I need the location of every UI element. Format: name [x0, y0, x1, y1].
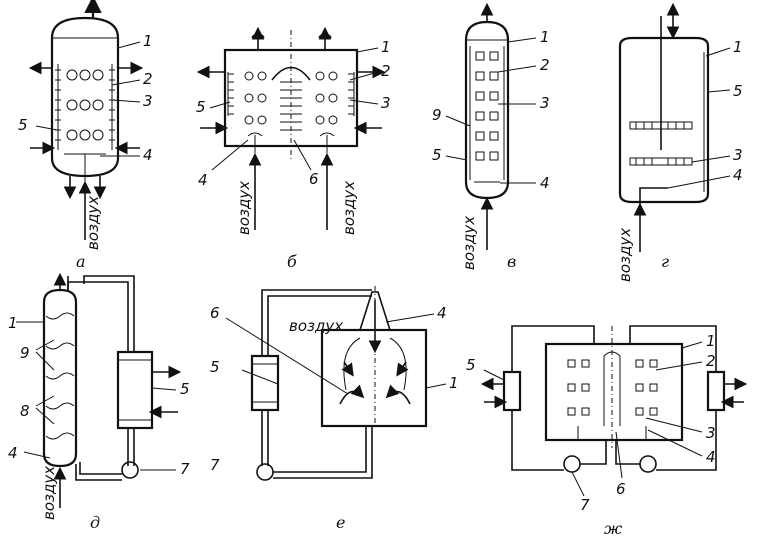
label-2: 2: [381, 62, 391, 80]
pump-zh-left: [563, 455, 581, 473]
caption-e: е: [336, 513, 345, 532]
label-4: 4: [143, 146, 153, 164]
air-label: воздух: [84, 196, 102, 250]
label-1: 1: [540, 28, 550, 46]
heat-exchanger-e: [250, 354, 280, 412]
label-5: 5: [733, 82, 743, 100]
condenser-d: [116, 350, 154, 430]
panel-b: 1 2 3 4 5 6 воздух воздух б: [196, 26, 391, 271]
vessel-e: [320, 328, 428, 428]
vessel-g: [618, 36, 710, 204]
caption-b: б: [287, 252, 297, 271]
label-4: 4: [733, 166, 743, 184]
label-4: 4: [540, 174, 550, 192]
air-label: воздух: [616, 228, 634, 282]
packing-a: [66, 69, 104, 141]
column-d: [42, 288, 78, 468]
vessel-a: [50, 16, 120, 178]
air-label: воздух: [460, 216, 478, 270]
packing-b: [244, 71, 338, 125]
label-1: 1: [381, 38, 391, 56]
pump-e: [256, 463, 274, 481]
label-3: 3: [143, 92, 153, 110]
vessel-zh: [544, 342, 684, 442]
air-label: воздух: [340, 181, 358, 235]
label-9: 9: [20, 344, 30, 362]
caption-g: г: [661, 252, 669, 271]
panel-zh: 1 2 3 4 5 6 7 ж: [466, 325, 748, 538]
label-5: 5: [432, 146, 442, 164]
label-5: 5: [18, 116, 28, 134]
packing-v: [475, 51, 499, 161]
panel-e: воздух 6 4 1 5 7 е: [210, 286, 459, 532]
coil-a: [55, 64, 115, 150]
label-5: 5: [210, 358, 220, 376]
label-4: 4: [437, 304, 447, 322]
panel-v: 1 2 3 4 5 9 воздух в: [432, 2, 550, 271]
label-5: 5: [196, 98, 206, 116]
vessel-v: [464, 20, 510, 200]
exchanger-zh-left: [502, 370, 522, 412]
air-label: воздух: [235, 181, 253, 235]
pump-zh-right: [639, 455, 657, 473]
label-1: 1: [8, 314, 18, 332]
label-2: 2: [143, 70, 153, 88]
label-5: 5: [180, 380, 190, 398]
label-9: 9: [432, 106, 442, 124]
label-1: 1: [449, 374, 459, 392]
caption-a: а: [76, 252, 86, 271]
air-label: воздух: [289, 317, 343, 335]
label-7: 7: [580, 496, 590, 514]
label-1: 1: [733, 38, 743, 56]
label-4: 4: [198, 171, 208, 189]
panel-g: 1 3 4 5 воздух г: [616, 2, 743, 282]
label-4: 4: [8, 444, 18, 462]
label-2: 2: [706, 352, 716, 370]
panel-d: 1 4 5 7 8 9 воздух д: [8, 272, 190, 532]
caption-d: д: [90, 513, 100, 532]
label-7: 7: [180, 460, 190, 478]
label-1: 1: [143, 32, 153, 50]
label-3: 3: [733, 146, 743, 164]
caption-zh: ж: [604, 519, 623, 538]
label-5: 5: [466, 356, 476, 374]
pump-d: [121, 461, 139, 479]
label-8: 8: [20, 402, 30, 420]
label-1: 1: [706, 332, 716, 350]
label-4: 4: [706, 448, 716, 466]
label-7: 7: [210, 456, 220, 474]
packing-zh: [567, 359, 658, 416]
label-6: 6: [309, 170, 319, 188]
label-6: 6: [210, 304, 220, 322]
caption-v: в: [507, 252, 516, 271]
label-3: 3: [706, 424, 716, 442]
exchanger-zh-right: [706, 370, 726, 412]
panel-a: 1 2 3 4 5 воздух а: [18, 0, 153, 271]
label-2: 2: [540, 56, 550, 74]
label-3: 3: [381, 94, 391, 112]
air-label: воздух: [40, 466, 58, 520]
label-3: 3: [540, 94, 550, 112]
label-6: 6: [616, 480, 626, 498]
